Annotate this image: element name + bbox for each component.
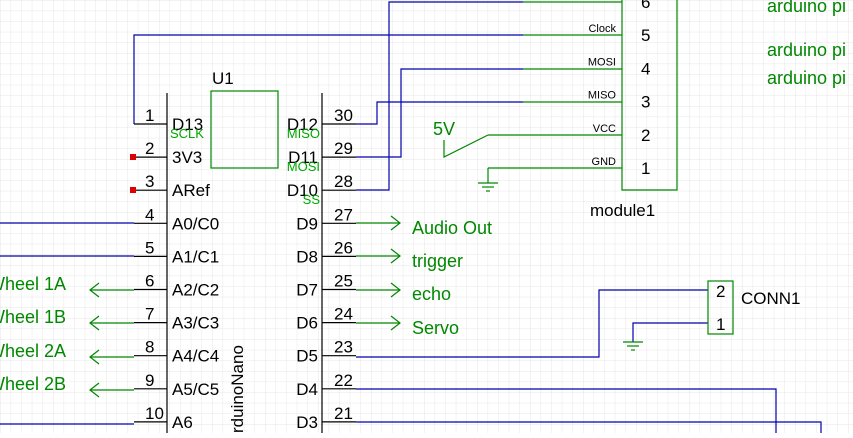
- note-line-2: arduino pi: [767, 40, 846, 60]
- module1-pin-2-name: VCC: [593, 123, 616, 135]
- u1-pin-27-name: D9: [296, 214, 318, 233]
- net-label-trigger: trigger: [412, 251, 463, 271]
- u1-pin-9-number: 9: [145, 371, 154, 390]
- u1-pin-7-name: A3/C3: [172, 314, 219, 333]
- u1-pin-21-name: D3: [296, 413, 318, 432]
- conn1-ref-label: CONN1: [741, 289, 801, 308]
- u1-right-pins: 30D12MISO29D11MOSI28D10SS27D926D825D724D…: [287, 106, 356, 432]
- power-label-5v: 5V: [433, 119, 455, 139]
- u1-pin-22-number: 22: [334, 371, 353, 390]
- u1-pin-25-number: 25: [334, 272, 353, 291]
- u1-pin-3-name: ARef: [172, 181, 210, 200]
- u1-pin-25-name: D7: [296, 281, 318, 300]
- u1-pin-2-number: 2: [145, 139, 154, 158]
- net-label-wheel-2a: Wheel 2A: [0, 341, 66, 361]
- ground-symbols: [478, 182, 643, 351]
- u1-pin-24-number: 24: [334, 305, 353, 324]
- u1-pin-29-function: MOSI: [287, 159, 320, 174]
- module1-pin-1-name: GND: [592, 156, 617, 168]
- u1-pin-1-number: 1: [145, 106, 154, 125]
- module1-pin-2-number: 2: [641, 126, 650, 145]
- u1-pin-29-number: 29: [334, 139, 353, 158]
- u1-pin-9-name: A5/C5: [172, 380, 219, 399]
- no-connect-marker: [130, 154, 136, 160]
- u1-pin-24-name: D6: [296, 314, 318, 333]
- u1-ref-label: U1: [212, 69, 234, 88]
- u1-pin-10-name: A6: [172, 413, 193, 432]
- wires: [0, 1, 822, 433]
- wire-ss[interactable]: [356, 1, 523, 191]
- net-label-wheel-1b: Wheel 1B: [0, 307, 66, 327]
- u1-pin-26-name: D8: [296, 247, 318, 266]
- u1-pin-10-number: 10: [145, 404, 164, 423]
- u1-reference-body: [210, 90, 279, 169]
- u1-pin-23-number: 23: [334, 338, 353, 357]
- net-label-wheel-2b: Wheel 2B: [0, 374, 66, 394]
- u1-pin-26-number: 26: [334, 238, 353, 257]
- wire-mosi[interactable]: [356, 68, 523, 158]
- wire-d5-conn[interactable]: [356, 289, 708, 358]
- u1-pin-23-name: D5: [296, 347, 318, 366]
- u1-pin-7-number: 7: [145, 305, 154, 324]
- u1-pin-1-function: SCLK: [170, 126, 204, 141]
- module1-pin-3-number: 3: [641, 93, 650, 112]
- u1-pin-30-number: 30: [334, 106, 353, 125]
- u1-pin-30-function: MISO: [287, 126, 320, 141]
- note-line-1: arduino pi: [767, 0, 846, 16]
- u1-pin-28-name: D10: [287, 181, 318, 200]
- power-5v-wire: [443, 134, 489, 158]
- module1-pin-1-number: 1: [641, 159, 650, 178]
- wire-conn-gnd[interactable]: [632, 322, 708, 342]
- module1-pins: 6 5 Clock 4 MOSI 3 MISO 2 VCC 1 GND: [588, 0, 651, 178]
- u1-pin-30-name: D12: [287, 115, 318, 134]
- u1-pin-1-name: D13: [172, 115, 203, 134]
- u1-pin-3-number: 3: [145, 172, 154, 191]
- u1-pin-27-number: 27: [334, 205, 353, 224]
- u1-pin-5-number: 5: [145, 238, 154, 257]
- u1-pin-28-function: SS: [303, 192, 321, 207]
- u1-pin-29-name: D11: [288, 148, 318, 167]
- module1-pin-5-name: Clock: [588, 23, 616, 35]
- wire-sclk-clock[interactable]: [133, 34, 523, 124]
- module1-component[interactable]: 6 5 Clock 4 MOSI 3 MISO 2 VCC 1 GND module1: [588, 0, 678, 220]
- u1-pin-21-number: 21: [334, 404, 353, 423]
- module1-pin-4-name: MOSI: [588, 56, 616, 68]
- module1-pin-3-name: MISO: [588, 90, 617, 102]
- u1-pin-28-number: 28: [334, 172, 353, 191]
- conn1-component[interactable]: 2 1 CONN1: [707, 280, 801, 335]
- net-label-arrows: [89, 215, 401, 398]
- no-connect-marker: [130, 187, 136, 193]
- module-pin-wires: [443, 1, 622, 183]
- u1-pin-5-name: A1/C1: [172, 247, 219, 266]
- u1-pin-6-name: A2/C2: [172, 281, 219, 300]
- net-label-audio-out: Audio Out: [412, 218, 492, 238]
- wire-d3[interactable]: [356, 421, 822, 433]
- u1-value-label: rduinoNano: [228, 345, 247, 433]
- module1-pin-6-number: 6: [641, 0, 650, 12]
- wire-miso[interactable]: [356, 101, 523, 125]
- module1-pin-4-number: 4: [641, 59, 650, 78]
- module1-pin-5-number: 5: [641, 26, 650, 45]
- conn1-pin-1-number: 1: [716, 315, 725, 334]
- module1-ref-label: module1: [590, 201, 655, 220]
- u1-pin-2-name: 3V3: [172, 148, 202, 167]
- u1-pin-8-name: A4/C4: [172, 347, 219, 366]
- u1-pin-8-number: 8: [145, 338, 154, 357]
- conn1-pin-2-number: 2: [716, 282, 725, 301]
- net-label-wheel-1a: Wheel 1A: [0, 274, 66, 294]
- net-label-echo: echo: [412, 284, 451, 304]
- u1-pin-4-name: A0/C0: [172, 214, 219, 233]
- u1-pin-6-number: 6: [145, 272, 154, 291]
- u1-pin-22-name: D4: [296, 380, 318, 399]
- u1-pin-4-number: 4: [145, 205, 154, 224]
- wire-d4[interactable]: [356, 388, 777, 433]
- net-label-servo: Servo: [412, 318, 459, 338]
- note-line-3: arduino pi: [767, 68, 846, 88]
